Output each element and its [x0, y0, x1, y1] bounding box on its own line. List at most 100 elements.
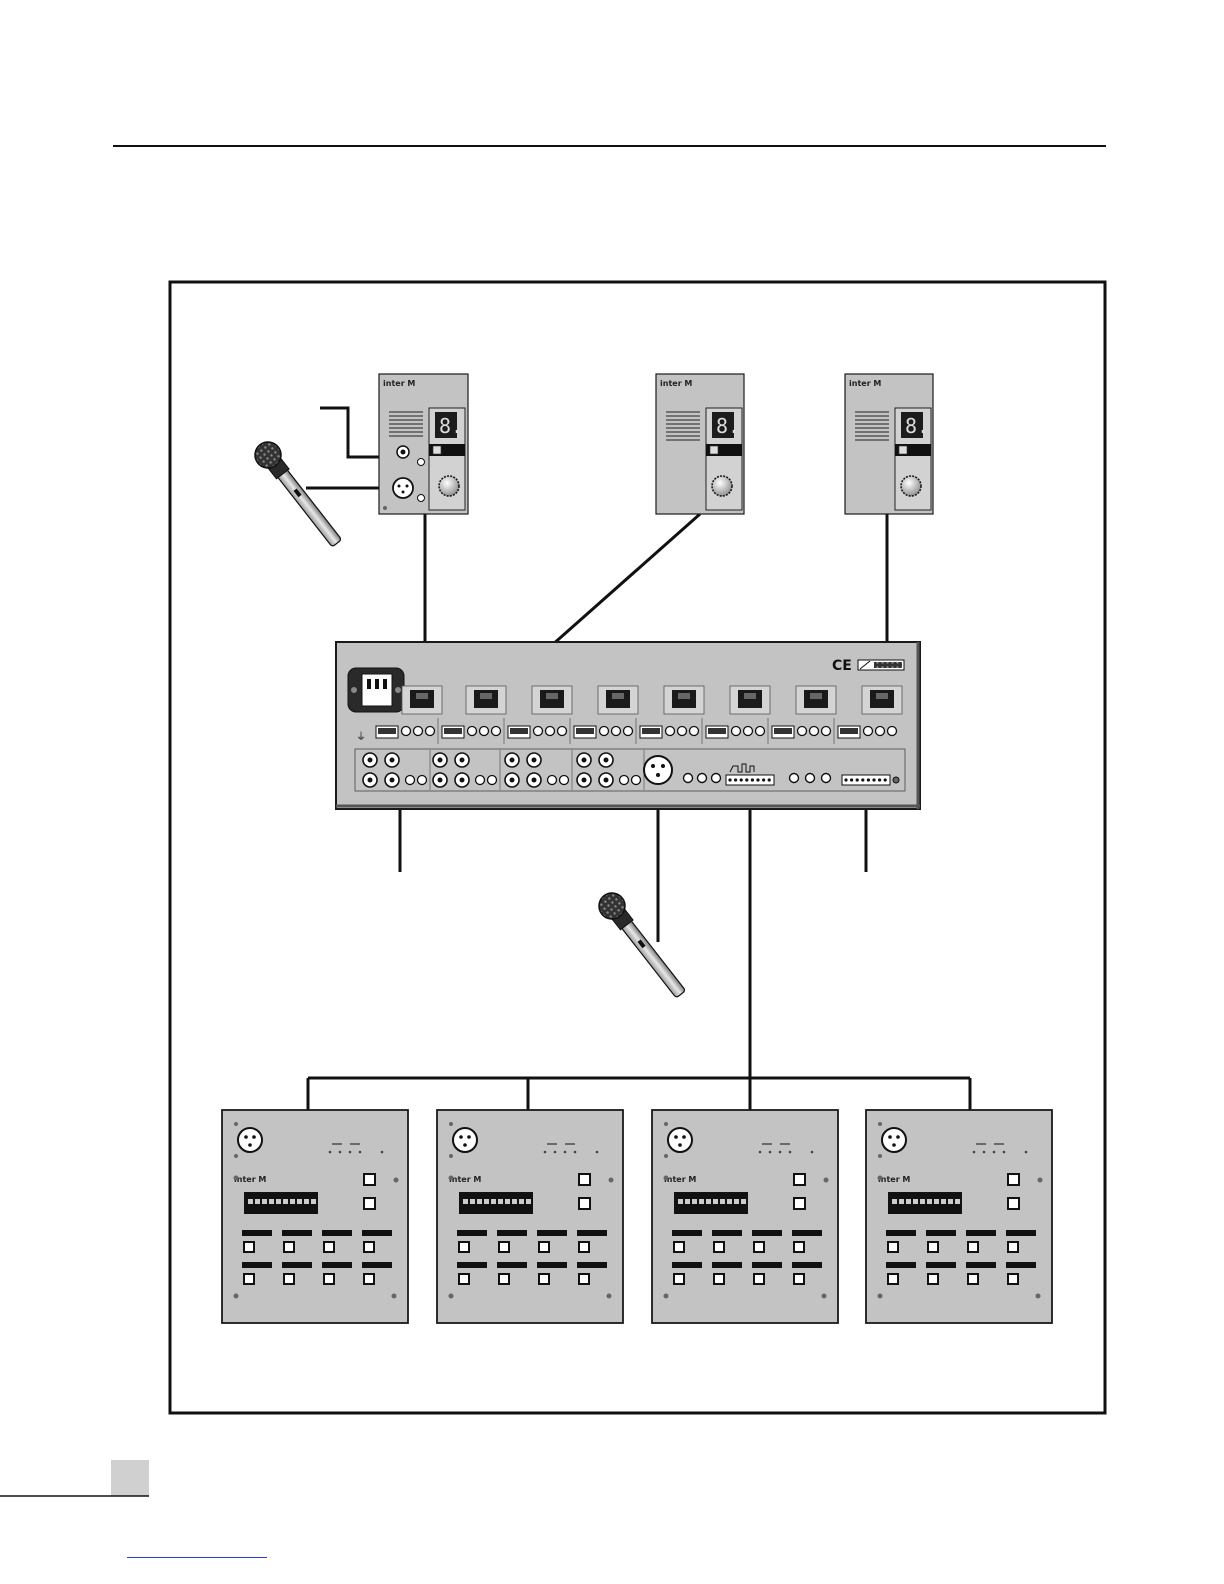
- zone-button-1[interactable]: [244, 1242, 254, 1252]
- zone-knobs-7[interactable]: [798, 727, 831, 736]
- zone-terminal-5[interactable]: [640, 726, 662, 738]
- volume-knob[interactable]: [901, 476, 921, 496]
- zone-button-6[interactable]: [714, 1274, 724, 1284]
- zone-button-1[interactable]: [674, 1242, 684, 1252]
- zone-button-3[interactable]: [324, 1242, 334, 1252]
- zone-button-5[interactable]: [674, 1274, 684, 1284]
- zone-button-6[interactable]: [284, 1274, 294, 1284]
- zone-button-6[interactable]: [928, 1274, 938, 1284]
- zone-button-5[interactable]: [888, 1274, 898, 1284]
- select-button[interactable]: [899, 446, 907, 454]
- zone-label-strip: [752, 1262, 782, 1268]
- xlr-input-jack[interactable]: [393, 478, 413, 498]
- rj45-zone-port-4[interactable]: [598, 686, 638, 714]
- zone-button-3[interactable]: [968, 1242, 978, 1252]
- chime-button[interactable]: [364, 1198, 375, 1209]
- zone-button-3[interactable]: [539, 1242, 549, 1252]
- zone-knobs-4[interactable]: [600, 727, 633, 736]
- all-call-button[interactable]: [794, 1174, 805, 1185]
- zone-knobs-6[interactable]: [732, 727, 765, 736]
- zone-button-8[interactable]: [1008, 1274, 1018, 1284]
- master-knobs[interactable]: [790, 774, 831, 783]
- zone-button-3[interactable]: [754, 1242, 764, 1252]
- zone-button-2[interactable]: [284, 1242, 294, 1252]
- zone-button-8[interactable]: [579, 1274, 589, 1284]
- console-xlr-input[interactable]: [453, 1128, 477, 1152]
- address-dip-switch[interactable]: [888, 1192, 962, 1214]
- zone-button-1[interactable]: [888, 1242, 898, 1252]
- zone-knobs-3[interactable]: [534, 727, 567, 736]
- zone-label-strip: [242, 1262, 272, 1268]
- mic-xlr-input[interactable]: [644, 756, 672, 784]
- rj45-zone-port-7[interactable]: [796, 686, 836, 714]
- rj45-zone-port-6[interactable]: [730, 686, 770, 714]
- select-button[interactable]: [433, 446, 441, 454]
- rj45-zone-port-3[interactable]: [532, 686, 572, 714]
- zone-terminal-8[interactable]: [838, 726, 860, 738]
- zone-terminal-6[interactable]: [706, 726, 728, 738]
- zone-button-7[interactable]: [539, 1274, 549, 1284]
- console-xlr-input[interactable]: [882, 1128, 906, 1152]
- address-dip-switch[interactable]: [674, 1192, 748, 1214]
- zone-button-7[interactable]: [324, 1274, 334, 1284]
- select-button[interactable]: [710, 446, 718, 454]
- zone-button-4[interactable]: [1008, 1242, 1018, 1252]
- channel-display-digit: 8.: [716, 414, 740, 438]
- zone-button-8[interactable]: [794, 1274, 804, 1284]
- wall-panel-3: inter M 8.: [845, 374, 933, 514]
- zone-label-strip: [457, 1262, 487, 1268]
- zone-knobs-2[interactable]: [468, 727, 501, 736]
- rj45-zone-port-2[interactable]: [466, 686, 506, 714]
- footer-link-underline[interactable]: [127, 1557, 267, 1558]
- brand-logo: inter M: [664, 1175, 696, 1184]
- zone-terminal-3[interactable]: [508, 726, 530, 738]
- zone-terminal-1[interactable]: [376, 726, 398, 738]
- chime-button[interactable]: [579, 1198, 590, 1209]
- zone-terminal-2[interactable]: [442, 726, 464, 738]
- zone-button-5[interactable]: [459, 1274, 469, 1284]
- all-call-button[interactable]: [364, 1174, 375, 1185]
- speaker-grille-icon: [389, 412, 423, 436]
- zone-button-2[interactable]: [714, 1242, 724, 1252]
- zone-label-strip: [966, 1262, 996, 1268]
- rj45-zone-port-5[interactable]: [664, 686, 704, 714]
- zone-button-5[interactable]: [244, 1274, 254, 1284]
- volume-knob[interactable]: [712, 476, 732, 496]
- zone-knobs-8[interactable]: [864, 727, 897, 736]
- mic-trim-knobs[interactable]: [684, 774, 721, 783]
- zone-label-strip: [672, 1230, 702, 1236]
- chime-button[interactable]: [1008, 1198, 1019, 1209]
- zone-button-4[interactable]: [579, 1242, 589, 1252]
- zone-button-7[interactable]: [968, 1274, 978, 1284]
- zone-terminal-7[interactable]: [772, 726, 794, 738]
- console-xlr-input[interactable]: [668, 1128, 692, 1152]
- rj45-zone-port-8[interactable]: [862, 686, 902, 714]
- volume-knob[interactable]: [439, 476, 459, 496]
- remote-control-terminal[interactable]: [842, 775, 890, 785]
- trim-knob[interactable]: [418, 459, 425, 466]
- zone-button-4[interactable]: [364, 1242, 374, 1252]
- zone-button-8[interactable]: [364, 1274, 374, 1284]
- chime-button[interactable]: [794, 1198, 805, 1209]
- zone-button-4[interactable]: [794, 1242, 804, 1252]
- brand-logo: inter M: [449, 1175, 481, 1184]
- address-dip-switch[interactable]: [459, 1192, 533, 1214]
- zone-label-strip: [497, 1262, 527, 1268]
- all-call-button[interactable]: [579, 1174, 590, 1185]
- zone-knobs-5[interactable]: [666, 727, 699, 736]
- zone-knobs-1[interactable]: [402, 727, 435, 736]
- address-dip-switch[interactable]: [244, 1192, 318, 1214]
- all-call-button[interactable]: [1008, 1174, 1019, 1185]
- zone-button-2[interactable]: [499, 1242, 509, 1252]
- zone-button-6[interactable]: [499, 1274, 509, 1284]
- zone-label-strip: [792, 1230, 822, 1236]
- rj45-zone-port-1[interactable]: [402, 686, 442, 714]
- zone-terminal-4[interactable]: [574, 726, 596, 738]
- zone-button-1[interactable]: [459, 1242, 469, 1252]
- console-xlr-input[interactable]: [238, 1128, 262, 1152]
- brand-logo: inter M: [234, 1175, 266, 1184]
- zone-button-2[interactable]: [928, 1242, 938, 1252]
- trim-knob[interactable]: [418, 495, 425, 502]
- zone-button-7[interactable]: [754, 1274, 764, 1284]
- page-number-tab: [111, 1460, 149, 1496]
